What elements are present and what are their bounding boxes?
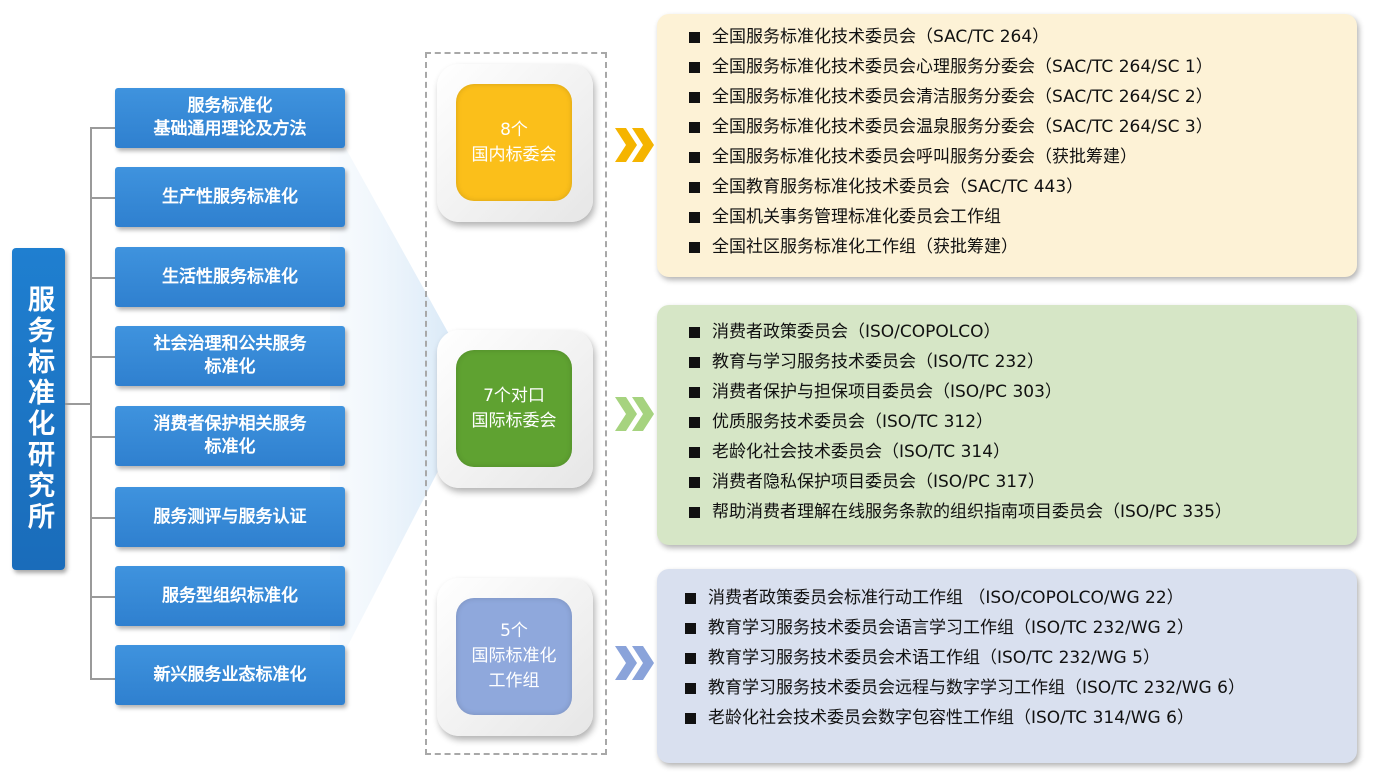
list-item-text: 全国社区服务标准化工作组（获批筹建）: [712, 237, 1018, 257]
list-item: 全国服务标准化技术委员会呼叫服务分委会（获批筹建）: [689, 142, 1357, 172]
working-group-label: 5个 国际标准化 工作组: [456, 598, 572, 715]
list-item: 教育学习服务技术委员会术语工作组（ISO/TC 232/WG 5）: [685, 643, 1357, 673]
international-committee-list: 消费者政策委员会（ISO/COPOLCO） 教育与学习服务技术委员会（ISO/TC…: [689, 317, 1357, 527]
list-item: 全国社区服务标准化工作组（获批筹建）: [689, 232, 1357, 262]
bracket-tick: [90, 596, 115, 598]
list-item: 优质服务技术委员会（ISO/TC 312）: [689, 407, 1357, 437]
list-item: 帮助消费者理解在线服务条款的组织指南项目委员会（ISO/PC 335）: [689, 497, 1357, 527]
bracket-stem: [65, 403, 92, 405]
list-item: 全国服务标准化技术委员会（SAC/TC 264）: [689, 22, 1357, 52]
square-bullet-icon: [689, 181, 700, 193]
list-item-text: 教育学习服务技术委员会术语工作组（ISO/TC 232/WG 5）: [708, 648, 1160, 668]
category-emerging-services: 新兴服务业态标准化: [115, 645, 345, 705]
list-item-text: 消费者隐私保护项目委员会（ISO/PC 317）: [712, 472, 1045, 492]
list-item: 全国服务标准化技术委员会心理服务分委会（SAC/TC 264/SC 1）: [689, 52, 1357, 82]
bracket-tick: [90, 356, 115, 358]
committee-container: [425, 52, 607, 755]
list-item-text: 教育学习服务技术委员会语言学习工作组（ISO/TC 232/WG 2）: [708, 618, 1194, 638]
list-item: 全国服务标准化技术委员会清洁服务分委会（SAC/TC 264/SC 2）: [689, 82, 1357, 112]
list-item: 教育学习服务技术委员会远程与数字学习工作组（ISO/TC 232/WG 6）: [685, 673, 1357, 703]
category-service-organization: 服务型组织标准化: [115, 566, 345, 626]
list-item: 消费者政策委员会（ISO/COPOLCO）: [689, 317, 1357, 347]
chevron-right-icon: [615, 646, 654, 680]
bracket-tick: [90, 197, 115, 199]
category-public-services: 社会治理和公共服务 标准化: [115, 326, 345, 386]
square-bullet-icon: [689, 446, 700, 458]
list-item-text: 消费者政策委员会（ISO/COPOLCO）: [712, 322, 1001, 342]
bracket-tick: [90, 127, 115, 129]
bracket-tick: [90, 277, 115, 279]
list-item-text: 全国机关事务管理标准化委员会工作组: [712, 207, 1001, 227]
square-bullet-icon: [689, 151, 700, 163]
list-item: 消费者保护与担保项目委员会（ISO/PC 303）: [689, 377, 1357, 407]
list-item-text: 教育学习服务技术委员会远程与数字学习工作组（ISO/TC 232/WG 6）: [708, 678, 1245, 698]
square-bullet-icon: [689, 326, 700, 338]
international-committee-label: 7个对口 国际标委会: [456, 350, 572, 467]
square-bullet-icon: [689, 476, 700, 488]
bracket-tick: [90, 436, 115, 438]
bracket-tick: [90, 517, 115, 519]
square-bullet-icon: [689, 211, 700, 223]
square-bullet-icon: [685, 622, 696, 634]
list-item-text: 帮助消费者理解在线服务条款的组织指南项目委员会（ISO/PC 335）: [712, 502, 1232, 522]
working-group-tile: 5个 国际标准化 工作组: [437, 578, 593, 736]
chevron-right-icon: [615, 128, 654, 162]
square-bullet-icon: [689, 121, 700, 133]
list-item-text: 消费者保护与担保项目委员会（ISO/PC 303）: [712, 382, 1062, 402]
list-item-text: 老龄化社会技术委员会（ISO/TC 314）: [712, 442, 1011, 462]
square-bullet-icon: [685, 652, 696, 664]
square-bullet-icon: [689, 416, 700, 428]
working-group-list: 消费者政策委员会标准行动工作组 （ISO/COPOLCO/WG 22） 教育学习服…: [685, 583, 1357, 733]
square-bullet-icon: [689, 61, 700, 73]
list-item-text: 优质服务技术委员会（ISO/TC 312）: [712, 412, 994, 432]
list-item: 教育与学习服务技术委员会（ISO/TC 232）: [689, 347, 1357, 377]
square-bullet-icon: [689, 91, 700, 103]
domestic-committee-label: 8个 国内标委会: [456, 84, 572, 201]
list-item: 消费者政策委员会标准行动工作组 （ISO/COPOLCO/WG 22）: [685, 583, 1357, 613]
domestic-committee-tile: 8个 国内标委会: [437, 64, 593, 222]
list-item-text: 全国服务标准化技术委员会呼叫服务分委会（获批筹建）: [712, 147, 1137, 167]
square-bullet-icon: [689, 31, 700, 43]
square-bullet-icon: [689, 506, 700, 518]
category-theory: 服务标准化 基础通用理论及方法: [115, 88, 345, 148]
list-item-text: 消费者政策委员会标准行动工作组 （ISO/COPOLCO/WG 22）: [708, 588, 1184, 608]
international-committee-list-panel: 消费者政策委员会（ISO/COPOLCO） 教育与学习服务技术委员会（ISO/TC…: [657, 305, 1357, 545]
list-item-text: 全国教育服务标准化技术委员会（SAC/TC 443）: [712, 177, 1084, 197]
list-item: 老龄化社会技术委员会数字包容性工作组（ISO/TC 314/WG 6）: [685, 703, 1357, 733]
institute-title-box: 服务标准化研究所: [12, 248, 65, 570]
list-item-text: 全国服务标准化技术委员会温泉服务分委会（SAC/TC 264/SC 3）: [712, 117, 1213, 137]
square-bullet-icon: [689, 356, 700, 368]
square-bullet-icon: [685, 682, 696, 694]
list-item-text: 全国服务标准化技术委员会清洁服务分委会（SAC/TC 264/SC 2）: [712, 87, 1213, 107]
bracket-tick: [90, 678, 115, 680]
working-group-list-panel: 消费者政策委员会标准行动工作组 （ISO/COPOLCO/WG 22） 教育学习服…: [657, 569, 1357, 763]
square-bullet-icon: [689, 241, 700, 253]
list-item-text: 教育与学习服务技术委员会（ISO/TC 232）: [712, 352, 1045, 372]
list-item: 全国服务标准化技术委员会温泉服务分委会（SAC/TC 264/SC 3）: [689, 112, 1357, 142]
square-bullet-icon: [689, 386, 700, 398]
funnel-shape: [330, 120, 480, 680]
category-productive-services: 生产性服务标准化: [115, 167, 345, 227]
category-consumer-protection: 消费者保护相关服务 标准化: [115, 406, 345, 466]
category-evaluation-certification: 服务测评与服务认证: [115, 487, 345, 547]
list-item: 教育学习服务技术委员会语言学习工作组（ISO/TC 232/WG 2）: [685, 613, 1357, 643]
domestic-committee-list-panel: 全国服务标准化技术委员会（SAC/TC 264） 全国服务标准化技术委员会心理服务…: [657, 14, 1357, 277]
list-item-text: 全国服务标准化技术委员会心理服务分委会（SAC/TC 264/SC 1）: [712, 57, 1213, 77]
international-committee-tile: 7个对口 国际标委会: [437, 330, 593, 488]
chevron-right-icon: [615, 397, 654, 431]
list-item: 老龄化社会技术委员会（ISO/TC 314）: [689, 437, 1357, 467]
list-item-text: 老龄化社会技术委员会数字包容性工作组（ISO/TC 314/WG 6）: [708, 708, 1194, 728]
institute-title: 服务标准化研究所: [23, 285, 54, 533]
list-item: 全国机关事务管理标准化委员会工作组: [689, 202, 1357, 232]
square-bullet-icon: [685, 592, 696, 604]
category-living-services: 生活性服务标准化: [115, 247, 345, 307]
list-item-text: 全国服务标准化技术委员会（SAC/TC 264）: [712, 27, 1050, 47]
list-item: 消费者隐私保护项目委员会（ISO/PC 317）: [689, 467, 1357, 497]
list-item: 全国教育服务标准化技术委员会（SAC/TC 443）: [689, 172, 1357, 202]
domestic-committee-list: 全国服务标准化技术委员会（SAC/TC 264） 全国服务标准化技术委员会心理服务…: [689, 22, 1357, 262]
square-bullet-icon: [685, 712, 696, 724]
